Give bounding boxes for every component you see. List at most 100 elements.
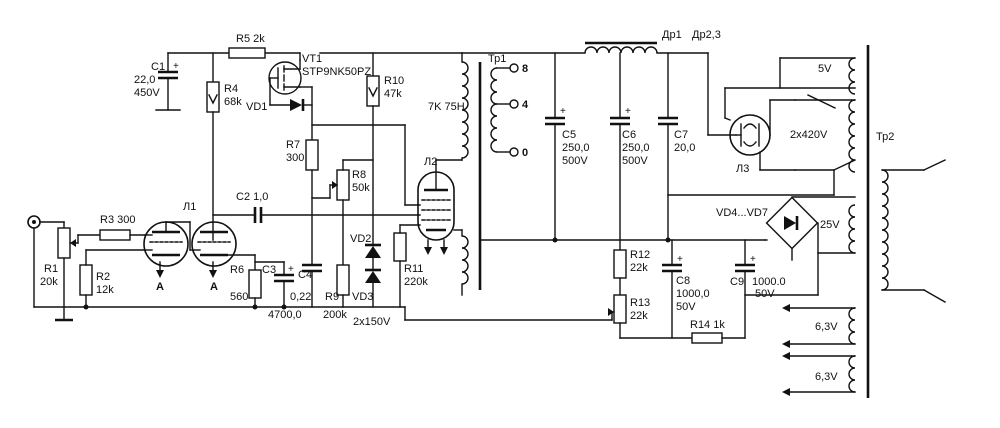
svg-text:220k: 220k: [404, 276, 428, 288]
svg-text:0: 0: [522, 147, 528, 159]
resistor-r7: R7 300: [286, 139, 319, 266]
resistor-r5: R5 2k: [228, 33, 266, 59]
svg-text:R5 2k: R5 2k: [236, 33, 265, 45]
resistor-r14: R14 1k: [690, 319, 746, 344]
svg-text:20k: 20k: [40, 276, 58, 288]
svg-text:Тр2: Тр2: [876, 131, 894, 143]
svg-text:R8: R8: [352, 169, 366, 181]
diodes-vd2-vd3: VD2 VD3 2x150V: [350, 233, 391, 328]
svg-text:12k: 12k: [96, 284, 114, 296]
svg-text:VT1: VT1: [302, 53, 322, 65]
svg-text:560: 560: [230, 291, 248, 303]
resistor-r4: R4 68k: [206, 81, 242, 241]
svg-text:22k: 22k: [630, 262, 648, 274]
svg-text:R4: R4: [224, 83, 238, 95]
svg-text:500V: 500V: [622, 155, 648, 167]
svg-text:A: A: [210, 281, 218, 293]
svg-text:+: +: [560, 106, 566, 117]
svg-text:R13: R13: [630, 297, 650, 309]
svg-text:+: +: [173, 61, 179, 72]
capacitor-c6: + C6 250,0 500V: [610, 106, 650, 251]
winding-2x420v: 2x420V: [790, 94, 856, 173]
svg-text:C9: C9: [730, 276, 744, 288]
svg-text:R6: R6: [230, 264, 244, 276]
svg-text:2x420V: 2x420V: [790, 129, 828, 141]
psu-top-rail: Др1 Др2,3: [461, 29, 737, 136]
svg-text:VD1: VD1: [246, 101, 267, 113]
transformer-tp2: Тр2: [866, 45, 946, 398]
svg-text:250,0: 250,0: [622, 142, 650, 154]
svg-text:R2: R2: [96, 271, 110, 283]
svg-text:R12: R12: [630, 249, 650, 261]
svg-text:500V: 500V: [562, 155, 588, 167]
transformer-tp1: 8 4 0 Тр1 7K 75H: [428, 53, 529, 296]
svg-text:4700,0: 4700,0: [268, 309, 302, 321]
tube-l3: Л3: [729, 99, 796, 175]
diode-vd1: VD1: [246, 86, 313, 141]
resistor-r9: R9 200k: [323, 264, 350, 321]
resistor-r10: R10 47k: [366, 75, 404, 246]
svg-text:VD4...VD7: VD4...VD7: [716, 207, 768, 219]
svg-text:Л2: Л2: [424, 156, 437, 168]
svg-text:250,0: 250,0: [562, 142, 590, 154]
psu-ground-bus: [479, 169, 835, 243]
capacitor-c8: + C8 1000,0 50V: [662, 239, 710, 339]
svg-text:5V: 5V: [818, 63, 832, 75]
svg-text:6,3V: 6,3V: [815, 371, 838, 383]
svg-text:6,3V: 6,3V: [815, 321, 838, 333]
svg-text:R14 1k: R14 1k: [690, 319, 725, 331]
resistor-r12: R12 22k: [613, 249, 650, 296]
svg-text:+: +: [625, 106, 631, 117]
svg-text:STP9NK50PZ: STP9NK50PZ: [302, 66, 371, 78]
tube-l2: Л2: [417, 156, 463, 255]
mosfet-vt1: VT1 STP9NK50PZ: [268, 53, 371, 106]
bridge-vd4-vd7: VD4...VD7 25V: [716, 196, 856, 296]
capacitor-c3: + C3 4700,0: [254, 261, 302, 321]
svg-text:C7: C7: [674, 129, 688, 141]
svg-text:8: 8: [522, 63, 528, 75]
resistor-r3: R3 300: [99, 214, 146, 241]
capacitor-c2: C2 1,0: [212, 191, 421, 223]
svg-text:R1: R1: [44, 263, 58, 275]
svg-text:2x150V: 2x150V: [353, 316, 391, 328]
resistor-r11: R11 220k: [393, 224, 428, 308]
potentiometer-r1: R1 20k: [40, 221, 101, 321]
svg-text:C2 1,0: C2 1,0: [236, 191, 268, 203]
svg-text:1000.0: 1000.0: [752, 276, 786, 288]
svg-text:Др1: Др1: [662, 29, 682, 41]
svg-text:300: 300: [286, 152, 304, 164]
svg-text:Др2,3: Др2,3: [692, 29, 721, 41]
capacitor-c4: C4 0,22: [290, 263, 322, 308]
capacitor-c1: + C1 22,0 450V: [134, 61, 181, 111]
resistor-r2: R2 12k: [79, 249, 146, 308]
svg-text:+: +: [750, 254, 756, 265]
svg-text:R9: R9: [325, 291, 339, 303]
svg-text:R7: R7: [286, 139, 300, 151]
svg-text:Л3: Л3: [736, 163, 749, 175]
svg-text:25V: 25V: [820, 219, 840, 231]
svg-text:R3 300: R3 300: [100, 214, 135, 226]
svg-text:47k: 47k: [384, 88, 402, 100]
svg-text:7K 75H: 7K 75H: [428, 101, 465, 113]
svg-text:R11: R11: [404, 263, 423, 275]
svg-text:C6: C6: [622, 129, 636, 141]
svg-text:C4: C4: [298, 269, 312, 281]
svg-text:0,22: 0,22: [290, 291, 311, 303]
capacitor-c9: + C9 1000.0 50V: [730, 239, 786, 339]
svg-text:50V: 50V: [755, 288, 775, 300]
svg-text:+: +: [677, 254, 683, 265]
svg-text:A: A: [156, 281, 164, 293]
svg-text:200k: 200k: [323, 309, 347, 321]
svg-text:50V: 50V: [676, 301, 696, 313]
svg-text:450V: 450V: [134, 87, 160, 99]
tube-l1: A A Л1: [143, 201, 256, 293]
svg-text:20,0: 20,0: [674, 142, 695, 154]
svg-text:22,0: 22,0: [134, 74, 155, 86]
svg-text:+: +: [288, 264, 294, 275]
svg-text:C3: C3: [262, 264, 276, 276]
heater-windings: 6,3V 6,3V: [782, 304, 856, 396]
svg-text:1000,0: 1000,0: [676, 288, 710, 300]
resistor-r13: R13 22k: [608, 294, 693, 339]
svg-text:VD3: VD3: [352, 291, 373, 303]
